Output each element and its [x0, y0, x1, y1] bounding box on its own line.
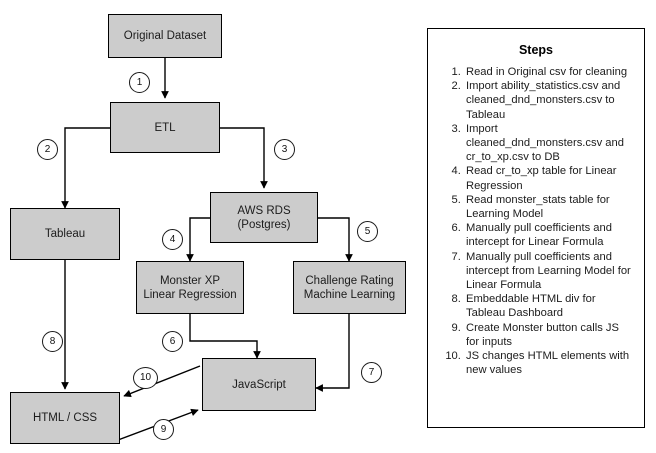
connector-6 [189, 314, 261, 359]
connector-7 [315, 314, 350, 392]
node-tableau[interactable]: Tableau [10, 208, 120, 260]
steps-list-item: Create Monster button calls JS for input… [464, 321, 634, 349]
edge-marker-4: 4 [162, 229, 183, 250]
steps-list-item: Read monster_stats table for Learning Mo… [464, 193, 634, 221]
edge-marker-10: 10 [133, 367, 158, 389]
node-etl[interactable]: ETL [110, 102, 220, 153]
edge-marker-1: 1 [129, 72, 150, 93]
edge-marker-9: 9 [153, 419, 174, 440]
steps-list-item: JS changes HTML elements with new values [464, 349, 634, 377]
steps-panel-title: Steps [518, 43, 554, 57]
steps-panel: Steps Read in Original csv for cleaning … [427, 28, 645, 428]
steps-list-item: Import ability_statistics.csv and cleane… [464, 79, 634, 122]
edge-marker-8: 8 [42, 331, 63, 352]
steps-list-item: Read cr_to_xp table for Linear Regressio… [464, 164, 634, 192]
edge-marker-6: 6 [162, 331, 183, 352]
steps-list-item: Manually pull coefficients and intercept… [464, 250, 634, 293]
node-javascript[interactable]: JavaScript [202, 358, 316, 411]
node-original-dataset[interactable]: Original Dataset [108, 14, 222, 58]
node-aws-rds[interactable]: AWS RDS (Postgres) [210, 192, 318, 243]
steps-list-item: Embeddable HTML div for Tableau Dashboar… [464, 292, 634, 320]
connector-2 [61, 127, 110, 209]
steps-list: Read in Original csv for cleaning Import… [438, 65, 634, 377]
edge-marker-7: 7 [361, 362, 382, 383]
node-challenge-rating-machine-learning[interactable]: Challenge Rating Machine Learning [293, 261, 406, 314]
steps-list-item: Import cleaned_dnd_monsters.csv and cr_t… [464, 122, 634, 165]
connector-5 [318, 217, 353, 262]
edge-marker-2: 2 [37, 139, 58, 160]
steps-list-item: Manually pull coefficients and intercept… [464, 221, 634, 249]
node-html-css[interactable]: HTML / CSS [10, 392, 120, 444]
edge-marker-5: 5 [357, 221, 378, 242]
connector-4 [186, 217, 210, 262]
steps-list-item: Read in Original csv for cleaning [464, 65, 634, 79]
node-monster-xp-linear-regression[interactable]: Monster XP Linear Regression [136, 261, 244, 314]
edge-marker-3: 3 [274, 139, 295, 160]
connector-10 [123, 365, 201, 398]
connector-3 [220, 127, 268, 189]
